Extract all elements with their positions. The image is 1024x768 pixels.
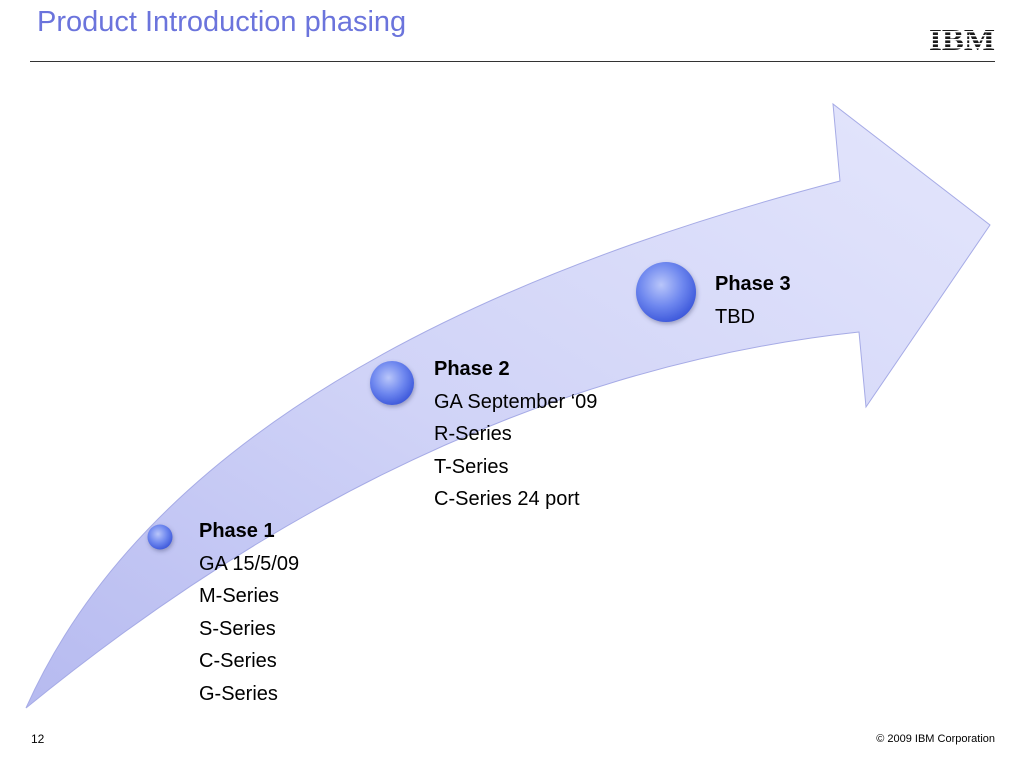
slide-title: Product Introduction phasing bbox=[37, 6, 407, 38]
phase1-title: Phase 1 bbox=[199, 520, 275, 542]
phase2-block: Phase 2 GA September ‘09 R-Series T-Seri… bbox=[434, 353, 597, 516]
phase1-line: GA 15/5/09 bbox=[199, 552, 300, 575]
phase1-line: C-Series bbox=[199, 650, 277, 673]
title-divider bbox=[30, 61, 995, 62]
page-number: 12 bbox=[31, 732, 45, 746]
phase3-block: Phase 3 TBD bbox=[715, 268, 791, 333]
phase3-node-icon bbox=[636, 262, 696, 322]
phase1-line: S-Series bbox=[199, 617, 276, 640]
phase1-line: G-Series bbox=[199, 682, 278, 705]
phase2-line: R-Series bbox=[434, 423, 512, 446]
phase1-node-icon bbox=[147, 524, 173, 550]
curved-progress-arrow bbox=[25, 102, 991, 709]
phase2-node-icon bbox=[370, 361, 414, 405]
ibm-logo: IBM bbox=[928, 24, 996, 54]
phase2-title: Phase 2 bbox=[434, 358, 510, 380]
phase2-line: T-Series bbox=[434, 455, 509, 478]
phase3-title: Phase 3 bbox=[715, 273, 791, 295]
phase3-line: TBD bbox=[715, 305, 755, 328]
phase1-line: M-Series bbox=[199, 585, 280, 608]
phase2-line: C-Series 24 port bbox=[434, 488, 580, 511]
copyright-notice: © 2009 IBM Corporation bbox=[876, 733, 995, 745]
phase2-line: GA September ‘09 bbox=[434, 390, 598, 413]
phase1-block: Phase 1 GA 15/5/09 M-Series S-Series C-S… bbox=[199, 515, 299, 711]
